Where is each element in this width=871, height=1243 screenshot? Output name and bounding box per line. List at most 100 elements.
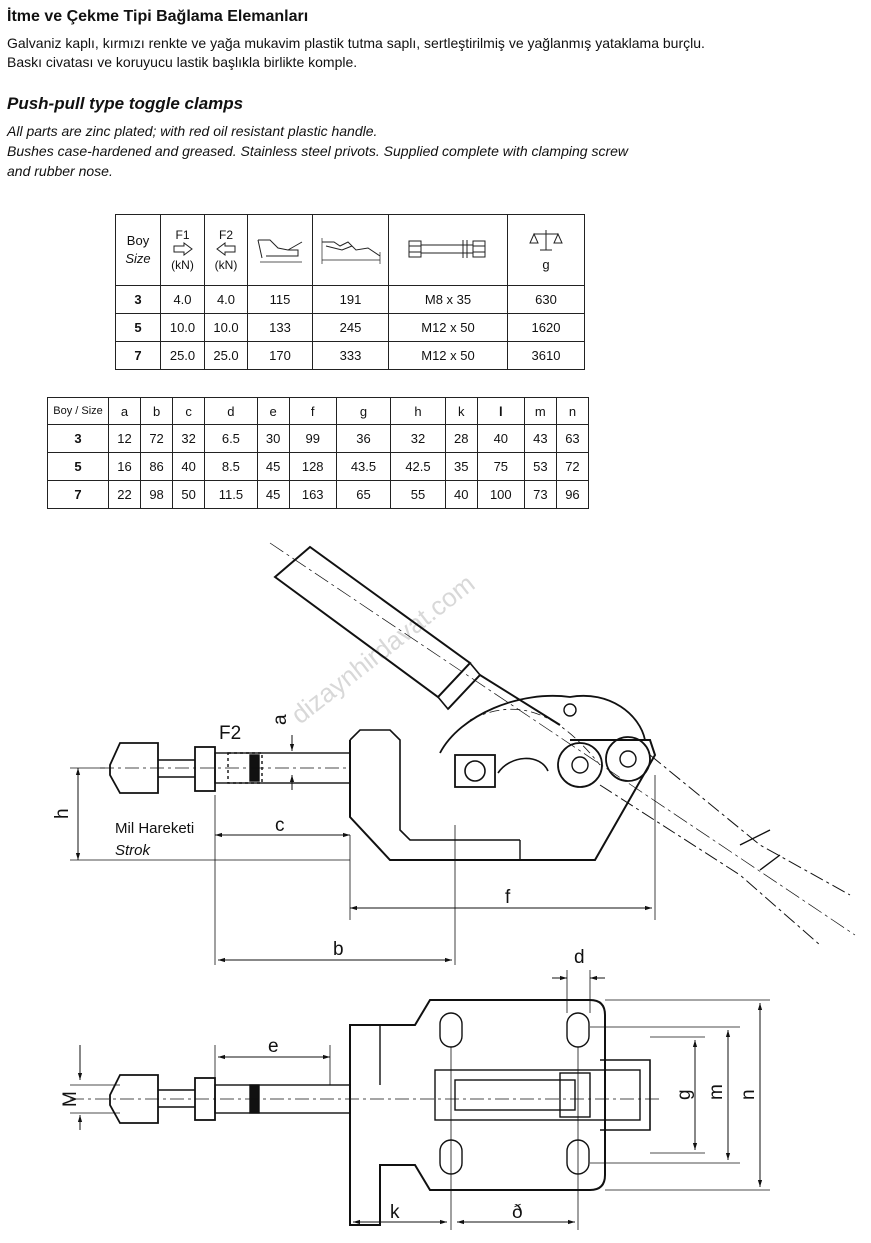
dimension-cell: 16: [107, 452, 142, 481]
size-cell: 3: [47, 424, 109, 453]
dimension-cell: 98: [140, 480, 174, 509]
description-english-line: All parts are zinc plated; with red oil …: [7, 123, 378, 139]
dim-label-c: c: [275, 815, 285, 836]
table-row: 5 10.0 10.0 133 245 M12 x 50 1620: [115, 313, 585, 342]
f1-label: F1: [175, 227, 190, 242]
description-turkish: Galvaniz kaplı, kırmızı renkte ve yağa m…: [7, 34, 705, 72]
dimension-cell: 12: [107, 424, 142, 453]
f2-cell: 25.0: [204, 341, 248, 370]
clamp-body: [349, 694, 657, 861]
dim-header: k: [444, 397, 478, 425]
description-turkish-line: Baskı civatası ve koruyucu lastik başlık…: [7, 54, 358, 70]
dim-header: d: [204, 397, 258, 425]
dimension-cell: 73: [523, 480, 557, 509]
dim-header: b: [140, 397, 174, 425]
dim-header: c: [172, 397, 206, 425]
screw-cell: M8 x 35: [388, 285, 508, 314]
description-english: All parts are zinc plated; with red oil …: [7, 121, 628, 181]
dim-header: h: [390, 397, 446, 425]
clamp-open-length-header: [312, 214, 389, 286]
plunger: [100, 742, 351, 794]
dimension-table-header: Boy / Size a b c d e f g h k l m n: [47, 397, 590, 425]
dimension-cell: 32: [390, 424, 446, 453]
dimension-cell: 40: [172, 452, 206, 481]
dimension-cell: 63: [555, 424, 590, 453]
dimension-cell: 30: [256, 424, 290, 453]
dimension-cell: 43.5: [335, 452, 392, 481]
dim-label-f: f: [505, 887, 511, 908]
push-arrow-icon: [173, 241, 193, 256]
weight-cell: 3610: [507, 341, 585, 370]
title-english: Push-pull type toggle clamps: [7, 94, 244, 113]
dimension-cell: 163: [288, 480, 337, 509]
dim-header: n: [555, 397, 590, 425]
dimension-cell: 100: [476, 480, 525, 509]
size-cell: 7: [47, 480, 109, 509]
length-cell: 115: [247, 285, 313, 314]
dimension-cell: 8.5: [204, 452, 258, 481]
dim-header: g: [335, 397, 392, 425]
dim-label-d: d: [574, 947, 585, 968]
description-english-line: Bushes case-hardened and greased. Stainl…: [7, 143, 629, 159]
open-length-cell: 333: [312, 341, 389, 370]
dimension-cell: 96: [555, 480, 590, 509]
dim-header: l: [476, 397, 525, 425]
size-label: Boy: [126, 233, 150, 248]
pull-arrow-icon: [216, 241, 236, 256]
dim-label-n: n: [738, 1089, 759, 1100]
table-row: 3 4.0 4.0 115 191 M8 x 35 630: [115, 285, 585, 314]
dimension-cell: 55: [390, 480, 446, 509]
stroke-label-en: Strok: [115, 842, 152, 859]
dimension-cell: 42.5: [390, 452, 446, 481]
handle: [269, 542, 856, 936]
dimension-cell: 32: [172, 424, 206, 453]
f1-cell: 10.0: [160, 313, 205, 342]
dim-label-h: h: [52, 808, 73, 819]
screw-icon: [408, 239, 486, 258]
dim-label-l: ð: [512, 1202, 523, 1223]
dimension-cell: 45: [256, 480, 290, 509]
size-cell: 3: [115, 285, 161, 314]
clamp-open-icon: [321, 237, 380, 264]
clamp-closed-icon: [257, 239, 303, 262]
weight-cell: 1620: [507, 313, 585, 342]
dimension-cell: 40: [444, 480, 478, 509]
f1-header: F1 (kN): [160, 214, 205, 286]
dimension-cell: 86: [140, 452, 174, 481]
stroke-label-tr: Mil Hareketi: [115, 820, 194, 837]
description-turkish-line: Galvaniz kaplı, kırmızı renkte ve yağa m…: [7, 35, 705, 51]
scale-icon: [529, 230, 563, 251]
dim-label-m-thread: M: [60, 1091, 81, 1107]
title-turkish: İtme ve Çekme Tipi Bağlama Elemanları: [7, 8, 309, 25]
f1-cell: 25.0: [160, 341, 205, 370]
f1-unit: (kN): [171, 257, 194, 272]
open-length-cell: 245: [312, 313, 389, 342]
f2-unit: (kN): [214, 257, 238, 272]
dimension-cell: 43: [523, 424, 557, 453]
size-cell: 5: [115, 313, 161, 342]
dimension-cell: 72: [555, 452, 590, 481]
dimension-cell: 28: [444, 424, 478, 453]
weight-cell: 630: [507, 285, 585, 314]
dim-header: m: [523, 397, 557, 425]
dim-header: f: [288, 397, 337, 425]
length-cell: 170: [247, 341, 313, 370]
dimension-cell: 6.5: [204, 424, 258, 453]
f2-header: F2 (kN): [204, 214, 248, 286]
length-cell: 133: [247, 313, 313, 342]
dimension-cell: 50: [172, 480, 206, 509]
dim-label-m: m: [706, 1084, 727, 1100]
screw-cell: M12 x 50: [388, 341, 508, 370]
dim-label-g: g: [674, 1089, 695, 1100]
weight-header: g: [507, 214, 585, 286]
table-row: 7 25.0 25.0 170 333 M12 x 50 3610: [115, 341, 585, 370]
clamp-technical-drawing: dizaynhirdavat.com: [52, 542, 856, 1230]
clamp-top-view: [70, 999, 660, 1226]
dimension-cell: 128: [288, 452, 337, 481]
dimension-cell: 45: [256, 452, 290, 481]
f2-cell: 4.0: [204, 285, 248, 314]
